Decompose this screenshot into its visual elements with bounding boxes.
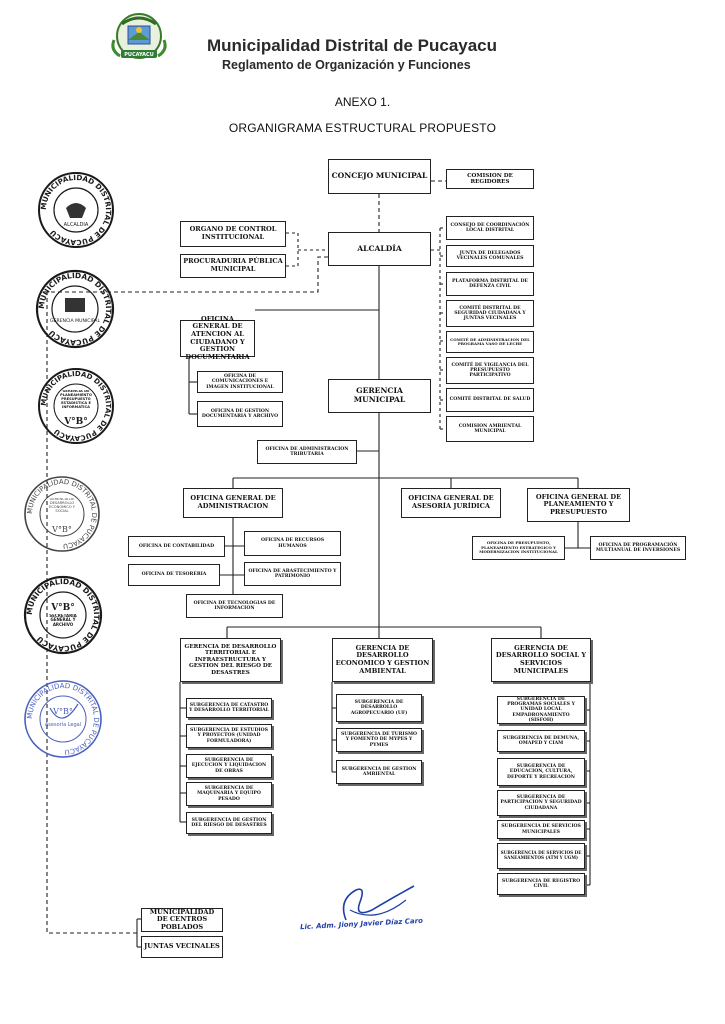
svg-text:MUNICIPALIDAD DISTRITAL DE PUC: MUNICIPALIDAD DISTRITAL DE PUCAYACU — [26, 682, 100, 756]
unit-presupuesto-planeamiento: OFICINA DE PRESUPUESTO, PLANEAMIENTO EST… — [472, 536, 565, 560]
unit-oficina-administracion: OFICINA GENERAL DE ADMINISTRACION — [183, 488, 283, 518]
unit-organo-control: ORGANO DE CONTROL INSTITUCIONAL — [180, 221, 286, 247]
unit-programacion-inversiones: OFICINA DE PROGRAMACIÓN MULTIANUAL DE IN… — [590, 536, 686, 560]
municipality-title: Municipalidad Distrital de Pucayacu — [207, 36, 498, 55]
annex-label: ANEXO 1. — [334, 95, 391, 109]
unit-comision-ambiental: COMISION AMBIENTAL MUNICIPAL — [446, 416, 534, 442]
unit-tecnologias: OFICINA DE TECNOLOGIAS DE INFORMACION — [186, 594, 283, 618]
stamp-center-text: GERENCIA MUNICIPAL — [50, 318, 100, 324]
unit-gestion-documentaria: OFICINA DE GESTION DOCUMENTARIA Y ARCHIV… — [197, 401, 283, 427]
unit-comision-regidores: COMISION DE REGIDORES — [446, 169, 534, 189]
document-subtitle: Reglamento de Organización y Funciones — [222, 58, 471, 72]
unit-sub-servicios: SUBGERENCIA DE SERVICIOS MUNICIPALES — [497, 820, 585, 839]
stamp-center-text: GERENCIA DE DESARROLLO ECONOMICO Y SOCIA… — [49, 498, 75, 513]
unit-comite-salud: COMITÉ DISTRITAL DE SALUD — [446, 388, 534, 412]
unit-planeamiento-presupuesto: OFICINA GENERAL DE PLANEAMIENTO Y PRESUP… — [527, 488, 630, 522]
stamp-center-text: GERENCIA DE PLANEAMIENTO PRESUPUESTO EST… — [60, 390, 92, 409]
unit-sub-saneamiento: SUBGERENCIA DE SERVICIOS DE SANEAMIENTOS… — [497, 843, 585, 869]
unit-sub-catastro: SUBGERENCIA DE CATASTRO Y DESARROLLO TER… — [186, 698, 272, 718]
unit-junta-delegados: JUNTA DE DELEGADOS VECINALES COMUNALES — [446, 245, 534, 267]
unit-abastecimiento: OFICINA DE ABASTECIMIENTO Y PATRIMONIO — [244, 562, 341, 586]
unit-comunicaciones: OFICINA DE COMUNICACIONES E IMAGEN INSTI… — [197, 371, 283, 393]
unit-sub-participacion: SUBGERENCIA DE PARTICIPACION Y SEGURIDAD… — [497, 790, 585, 816]
unit-vaso-de-leche: COMITÉ DE ADMINISTRACION DEL PROGRAMA VA… — [446, 331, 534, 353]
stamp-desarrollo-economico: MUNICIPALIDAD DISTRITAL DE PUCAYACU GERE… — [24, 476, 100, 552]
stamp-vb-mark: V°B° — [50, 603, 75, 613]
stamp-center-text: ALCALDIA — [64, 222, 89, 228]
stamp-center-text: Asesoría Legal — [45, 721, 81, 728]
stamp-center-text: SECRETARIA GENERAL Y ARCHIVO — [49, 614, 77, 627]
unit-defensa-civil: PLATAFORMA DISTRITAL DE DEFENZA CIVIL — [446, 272, 534, 296]
unit-consejo-coordinacion: CONSEJO DE COORDINACIÓN LOCAL DISTRITAL — [446, 216, 534, 240]
unit-alcaldia: ALCALDÍA — [328, 232, 431, 266]
unit-sub-estudios: SUBGERENCIA DE ESTUDIOS Y PROYECTOS (UNI… — [186, 724, 272, 748]
signature-scribble — [342, 885, 415, 921]
unit-gerencia-municipal: GERENCIA MUNICIPAL — [328, 379, 431, 413]
unit-gerencia-economico: GERENCIA DE DESARROLLO ECONOMICO Y GESTI… — [332, 638, 433, 682]
chart-title: ORGANIGRAMA ESTRUCTURAL PROPUESTO — [228, 121, 497, 135]
unit-administracion-tributaria: OFICINA DE ADMINISTRACION TRIBUTARIA — [257, 440, 357, 464]
unit-sub-ejecucion: SUBGERENCIA DE EJECUCION Y LIQUIDACION D… — [186, 754, 272, 778]
unit-recursos-humanos: OFICINA DE RECURSOS HUMANOS — [244, 531, 341, 556]
unit-sub-gestion-ambiental: SUBGERENCIA DE GESTION AMBIENTAL — [336, 760, 422, 784]
unit-centros-poblados: MUNICIPALIDAD DE CENTROS POBLADOS — [141, 908, 223, 932]
unit-sub-riesgo: SUBGERENCIA DE GESTION DEL RIESGO DE DES… — [186, 812, 272, 834]
stamp-vb-mark: V°B° — [63, 417, 88, 427]
stamp-alcaldia: MUNICIPALIDAD DISTRITAL DE PUCAYACU ALCA… — [38, 172, 114, 248]
unit-gerencia-territorial: GERENCIA DE DESARROLLO TERRITORIAL E INF… — [180, 638, 281, 682]
unit-tesoreria: OFICINA DE TESORERIA — [128, 564, 220, 586]
unit-sub-turismo: SUBGERENCIA DE TURISMO Y FOMENTO DE MYPE… — [336, 728, 422, 752]
stamp-planeamiento: MUNICIPALIDAD DISTRITAL DE PUCAYACU GERE… — [38, 368, 114, 444]
unit-vigilancia-presupuesto: COMITÉ DE VIGILANCIA DEL PRESUPUESTO PAR… — [446, 357, 534, 384]
unit-concejo-municipal: CONCEJO MUNICIPAL — [328, 159, 431, 194]
logo-text: PUCAYACU — [124, 52, 154, 58]
stamp-vb-mark: V°B° — [51, 525, 72, 534]
stamp-asesoria: MUNICIPALIDAD DISTRITAL DE PUCAYACU V°B°… — [24, 680, 102, 758]
unit-gerencia-social: GERENCIA DE DESARROLLO SOCIAL Y SERVICIO… — [491, 638, 591, 682]
unit-sub-registro-civil: SUBGERENCIA DE REGISTRO CIVIL — [497, 873, 585, 895]
unit-contabilidad: OFICINA DE CONTABILIDAD — [128, 536, 225, 557]
unit-sub-demuna: SUBGERENCIA DE DEMUNA, OMAPED Y CIAM — [497, 730, 585, 752]
unit-asesoria-juridica: OFICINA GENERAL DE ASESORÍA JURÍDICA — [401, 488, 501, 518]
stamp-gerencia: MUNICIPALIDAD DISTRITAL DE PUCAYACU GERE… — [35, 269, 115, 349]
unit-sub-maquinaria: SUBGERENCIA DE MAQUINARIA Y EQUIPO PESAD… — [186, 782, 272, 806]
unit-seguridad-ciudadana: COMITÉ DISTRITAL DE SEGURIDAD CIUDADANA … — [446, 300, 534, 327]
stamp-ring-text: MUNICIPALIDAD DISTRITAL DE PUCAYACU — [26, 682, 100, 756]
unit-atencion-ciudadano: OFICINA GENERAL DE ATENCION AL CIUDADANO… — [180, 315, 255, 360]
unit-sub-educacion: SUBGERENCIA DE EDUCACION, CULTURA, DEPOR… — [497, 758, 585, 786]
unit-procuraduria: PROCURADURIA PÚBLICA MUNICIPAL — [180, 254, 286, 278]
municipal-logo: PUCAYACU — [111, 13, 167, 59]
unit-sub-agropecuario: SUBGERENCIA DE DESARROLLO AGROPECUARIO (… — [336, 694, 422, 722]
unit-sub-programas-sociales: SUBGERENCIA DE PROGRAMAS SOCIALES Y UNID… — [497, 696, 585, 724]
stamp-vb-mark: V°B° — [52, 707, 73, 716]
unit-juntas-vecinales: JUNTAS VECINALES — [141, 936, 223, 958]
stamp-secretaria: MUNICIPALIDAD DISTRITAL DE PUCAYACU V°B°… — [23, 575, 103, 655]
